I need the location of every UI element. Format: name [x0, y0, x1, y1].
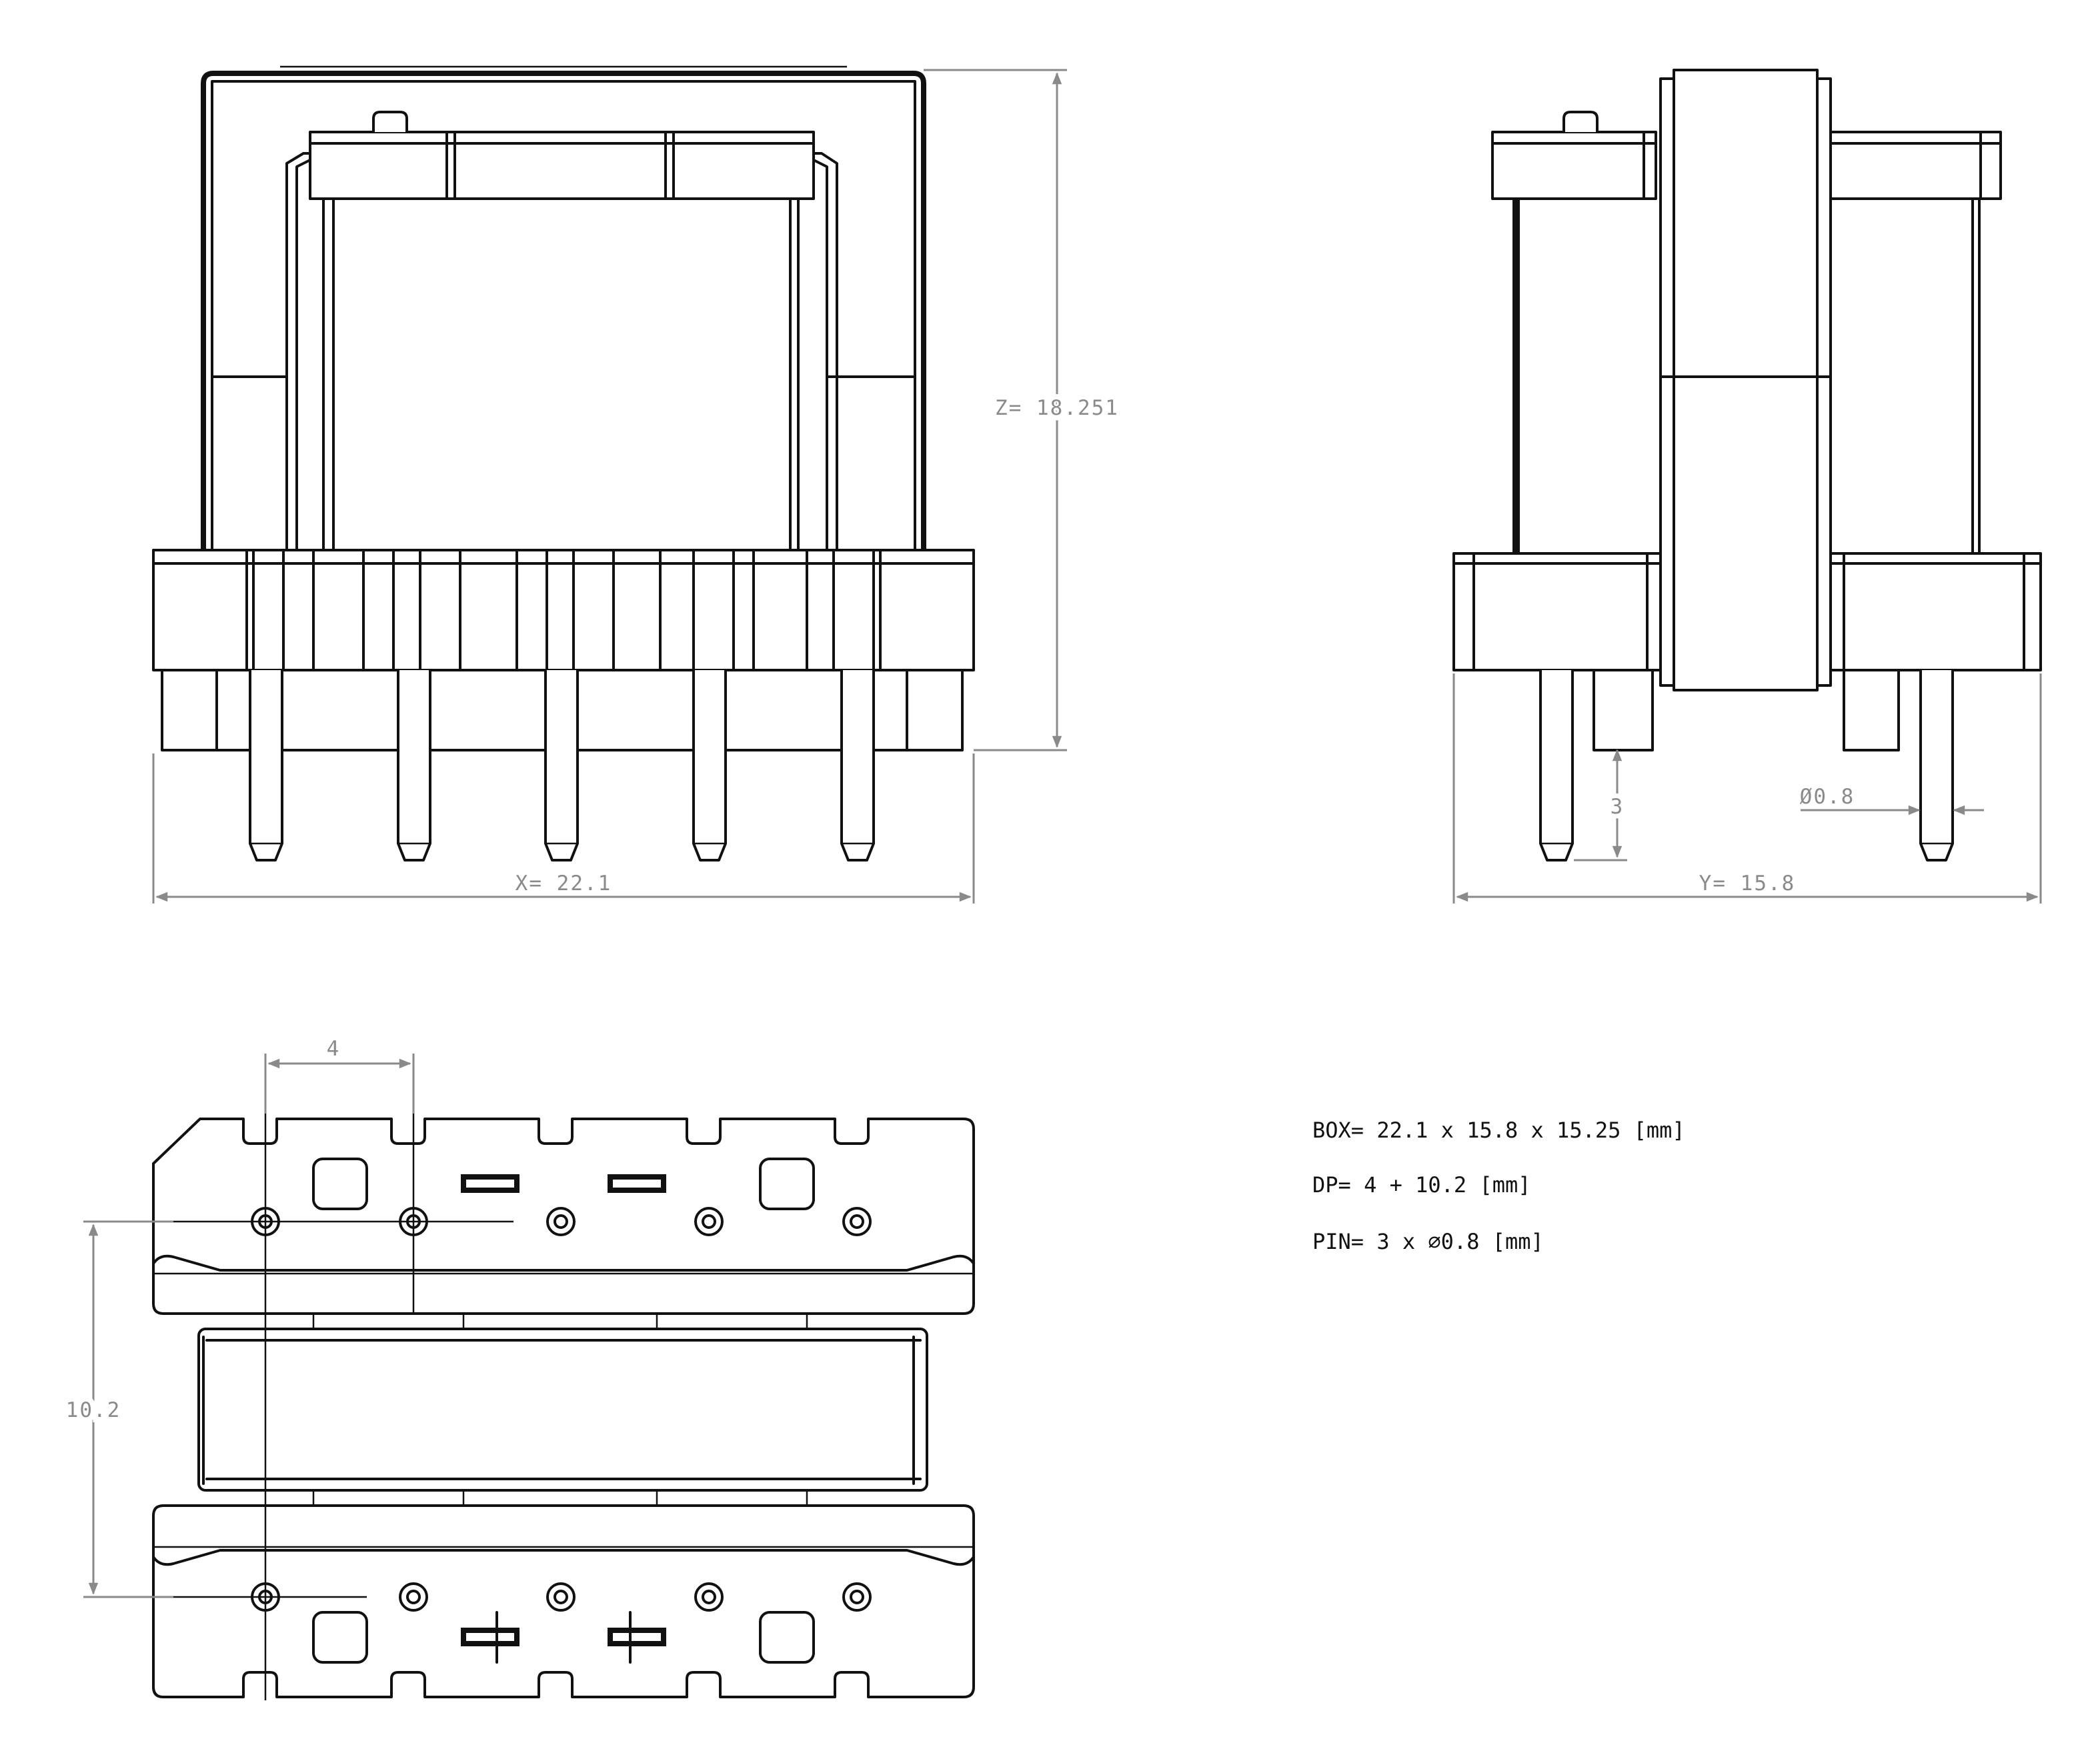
dim-row-spacing-label: 10.2: [66, 1398, 121, 1422]
dim-z: Z= 18.251: [924, 69, 1123, 751]
spec-dp: DP= 4 + 10.2 [mm]: [1312, 1172, 1531, 1198]
spec-box: BOX= 22.1 x 15.8 x 15.25 [mm]: [1312, 1118, 1685, 1143]
dim-pin-diameter: Ø0.8: [1800, 785, 1984, 815]
dim-y: Y= 15.8: [1452, 673, 2042, 904]
dim-x-label: X= 22.1: [515, 871, 612, 896]
dim-pin-diameter-label: Ø0.8: [1800, 785, 1855, 809]
dim-x: X= 22.1: [152, 753, 975, 904]
dim-pin-height: 3: [1574, 749, 1627, 861]
bottom-view: 4 10.2: [61, 1037, 975, 1700]
dim-z-label: Z= 18.251: [995, 396, 1119, 420]
side-view: Y= 15.8 3 Ø0.8: [1452, 69, 2042, 904]
dim-pin-pitch: 4: [264, 1037, 415, 1114]
dim-y-label: Y= 15.8: [1699, 871, 1796, 896]
dim-pin-height-label: 3: [1611, 795, 1625, 819]
dim-pin-pitch-label: 4: [327, 1037, 341, 1061]
front-view: X= 22.1 Z= 18.251: [152, 65, 1123, 904]
dim-row-spacing: 10.2: [61, 1220, 173, 1598]
spec-pin: PIN= 3 x ⌀0.8 [mm]: [1312, 1229, 1544, 1254]
front-pins: [249, 669, 875, 861]
